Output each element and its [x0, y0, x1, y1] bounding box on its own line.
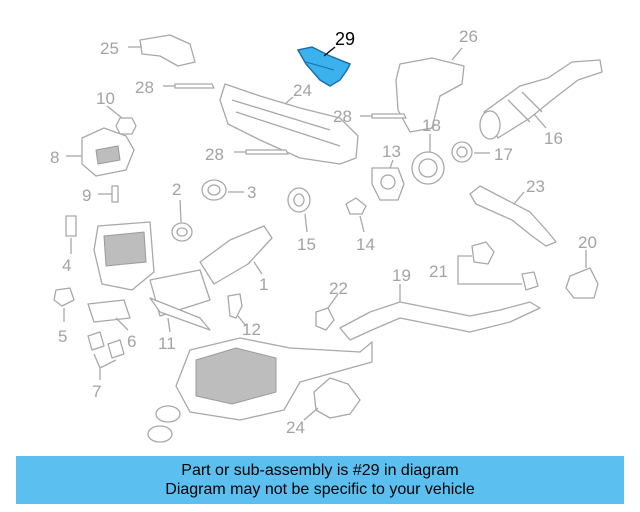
part-11-gasket — [149, 297, 211, 333]
part-27-bracket — [395, 47, 465, 133]
callout-9[interactable]: 9 — [82, 186, 91, 205]
part-3-gasket — [201, 179, 244, 201]
banner-line-2: Diagram may not be specific to your vehi… — [165, 481, 475, 498]
callout-21[interactable]: 21 — [429, 262, 448, 281]
callout-28-middle[interactable]: 28 — [333, 107, 352, 126]
exhaust-parts-diagram: 29 25 28 24 26 28 28 10 — [50, 27, 603, 443]
banner-line-1: Part or sub-assembly is #29 in diagram — [181, 462, 459, 479]
callout-14[interactable]: 14 — [356, 235, 375, 254]
callout-1[interactable]: 1 — [259, 275, 268, 294]
part-15-gasket — [287, 187, 311, 233]
part-25-heat-shield — [219, 83, 359, 165]
part-28-clip-lower — [234, 149, 289, 155]
callout-7[interactable]: 7 — [92, 382, 101, 401]
callout-24-label[interactable]: 24 — [286, 418, 305, 437]
callout-20[interactable]: 20 — [578, 233, 597, 252]
part-6-gasket — [87, 299, 131, 331]
part-22-insulator — [315, 293, 339, 331]
part-26-bracket — [128, 34, 196, 67]
part-2-gasket — [171, 199, 193, 242]
part-28-clip-upper — [163, 83, 215, 89]
callout-16[interactable]: 16 — [544, 129, 563, 148]
callout-18[interactable]: 18 — [422, 116, 441, 135]
part-28-clip-middle — [360, 113, 407, 119]
part-18-ring — [411, 134, 445, 185]
callout-27[interactable]: 26 — [459, 27, 478, 46]
muffler — [147, 337, 373, 443]
callout-28-upper[interactable]: 28 — [135, 78, 154, 97]
callout-13[interactable]: 13 — [382, 142, 401, 161]
callout-10[interactable]: 10 — [96, 89, 115, 108]
callout-11[interactable]: 11 — [158, 334, 176, 353]
part-5-nut — [53, 287, 75, 322]
callout-25[interactable]: 24 — [293, 81, 312, 100]
callout-28-lower[interactable]: 28 — [205, 145, 224, 164]
part-24-bracket — [303, 377, 361, 421]
part-20-hanger — [565, 250, 599, 299]
part-8-mount — [66, 127, 135, 177]
part-13-clamp — [371, 159, 405, 201]
callout-4[interactable]: 4 — [62, 256, 71, 275]
part-12-bolt — [227, 293, 247, 327]
callout-8[interactable]: 8 — [50, 148, 59, 167]
part-16-catalytic-converter — [479, 59, 603, 140]
part-4-stud — [65, 215, 77, 254]
callout-3[interactable]: 3 — [247, 183, 256, 202]
part-17-gasket — [451, 141, 490, 163]
part-1-converter — [199, 225, 273, 285]
part-14-gasket — [345, 197, 367, 233]
callout-22[interactable]: 22 — [329, 279, 348, 298]
callout-19[interactable]: 19 — [392, 266, 411, 285]
callout-23[interactable]: 23 — [526, 177, 545, 196]
callout-5[interactable]: 5 — [58, 327, 67, 346]
part-9-bolt — [98, 185, 119, 203]
callout-2[interactable]: 2 — [172, 180, 181, 199]
part-21-insulators — [457, 241, 539, 291]
part-10-nut — [106, 105, 137, 135]
callout-26[interactable]: 25 — [100, 39, 119, 58]
part-29-heat-shield[interactable] — [296, 46, 352, 87]
callout-29[interactable]: 29 — [335, 29, 355, 49]
callout-6[interactable]: 6 — [127, 332, 136, 351]
callout-12[interactable]: 12 — [242, 320, 261, 339]
callout-17[interactable]: 17 — [494, 145, 513, 164]
part-19-tail-pipe — [339, 284, 541, 341]
part-7-nuts — [87, 331, 125, 380]
info-banner: Part or sub-assembly is #29 in diagram D… — [16, 456, 624, 504]
callout-15[interactable]: 15 — [297, 235, 316, 254]
part-23-bracket — [469, 185, 557, 247]
